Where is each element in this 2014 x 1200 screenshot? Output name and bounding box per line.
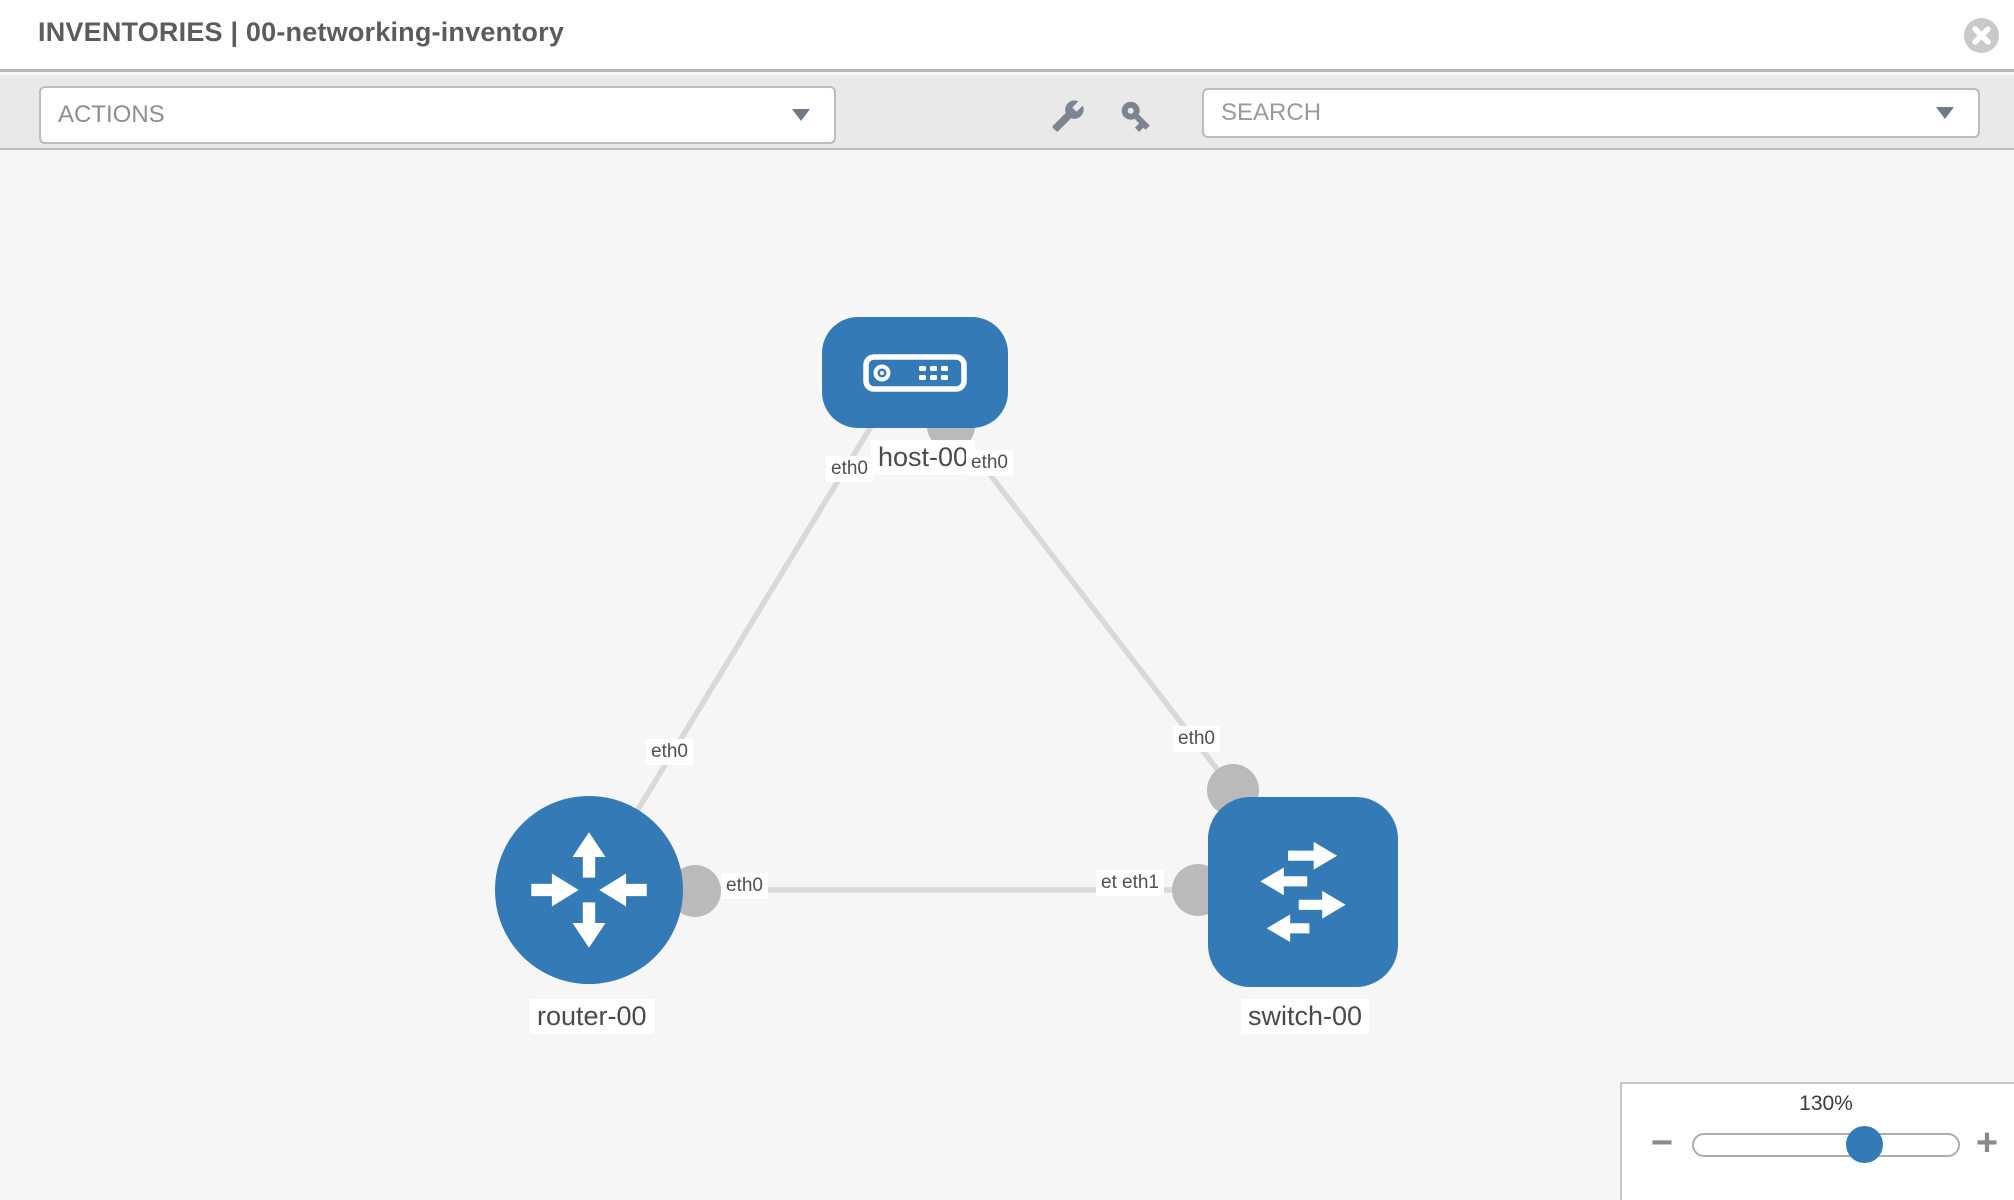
- wrench-icon: [1052, 100, 1084, 132]
- key-icon: [1121, 101, 1150, 132]
- port-label: eth0: [646, 739, 693, 765]
- node-label-router: router-00: [530, 999, 654, 1034]
- header-bar: [0, 0, 2014, 72]
- port-label: eth1: [1117, 870, 1164, 896]
- close-button[interactable]: [1963, 17, 2000, 54]
- zoom-out-button[interactable]: −: [1650, 1122, 1674, 1164]
- chevron-down-icon: [1936, 107, 1954, 119]
- zoom-slider[interactable]: [1692, 1133, 1960, 1157]
- port-label: eth0: [1173, 726, 1220, 752]
- search-dropdown[interactable]: SEARCH: [1202, 88, 1980, 138]
- router-icon: [531, 832, 647, 948]
- close-icon: [1964, 18, 1999, 53]
- actions-dropdown[interactable]: ACTIONS: [39, 86, 836, 144]
- actions-dropdown-label: ACTIONS: [58, 101, 165, 128]
- zoom-level-label: 130%: [1799, 1092, 1853, 1115]
- zoom-in-button[interactable]: +: [1975, 1122, 1999, 1164]
- search-dropdown-label: SEARCH: [1221, 99, 1322, 126]
- switch-icon: [1260, 841, 1346, 943]
- port-label: eth0: [966, 450, 1013, 476]
- key-button[interactable]: [1118, 98, 1154, 139]
- wrench-button[interactable]: [1051, 99, 1085, 138]
- port-label: eth0: [721, 873, 768, 899]
- page-title: INVENTORIES | 00-networking-inventory: [38, 17, 565, 47]
- node-router-00[interactable]: [495, 796, 683, 984]
- node-host-00[interactable]: [822, 317, 1008, 428]
- network-canvas[interactable]: [0, 150, 2014, 1200]
- chevron-down-icon: [792, 109, 810, 121]
- zoom-panel: 130% − +: [1620, 1082, 2014, 1200]
- port-label: eth0: [826, 456, 873, 482]
- node-switch-00[interactable]: [1208, 797, 1398, 987]
- node-label-host: host-00: [871, 440, 976, 475]
- host-icon: [863, 353, 967, 392]
- node-label-switch: switch-00: [1241, 999, 1370, 1034]
- zoom-slider-thumb[interactable]: [1846, 1126, 1883, 1163]
